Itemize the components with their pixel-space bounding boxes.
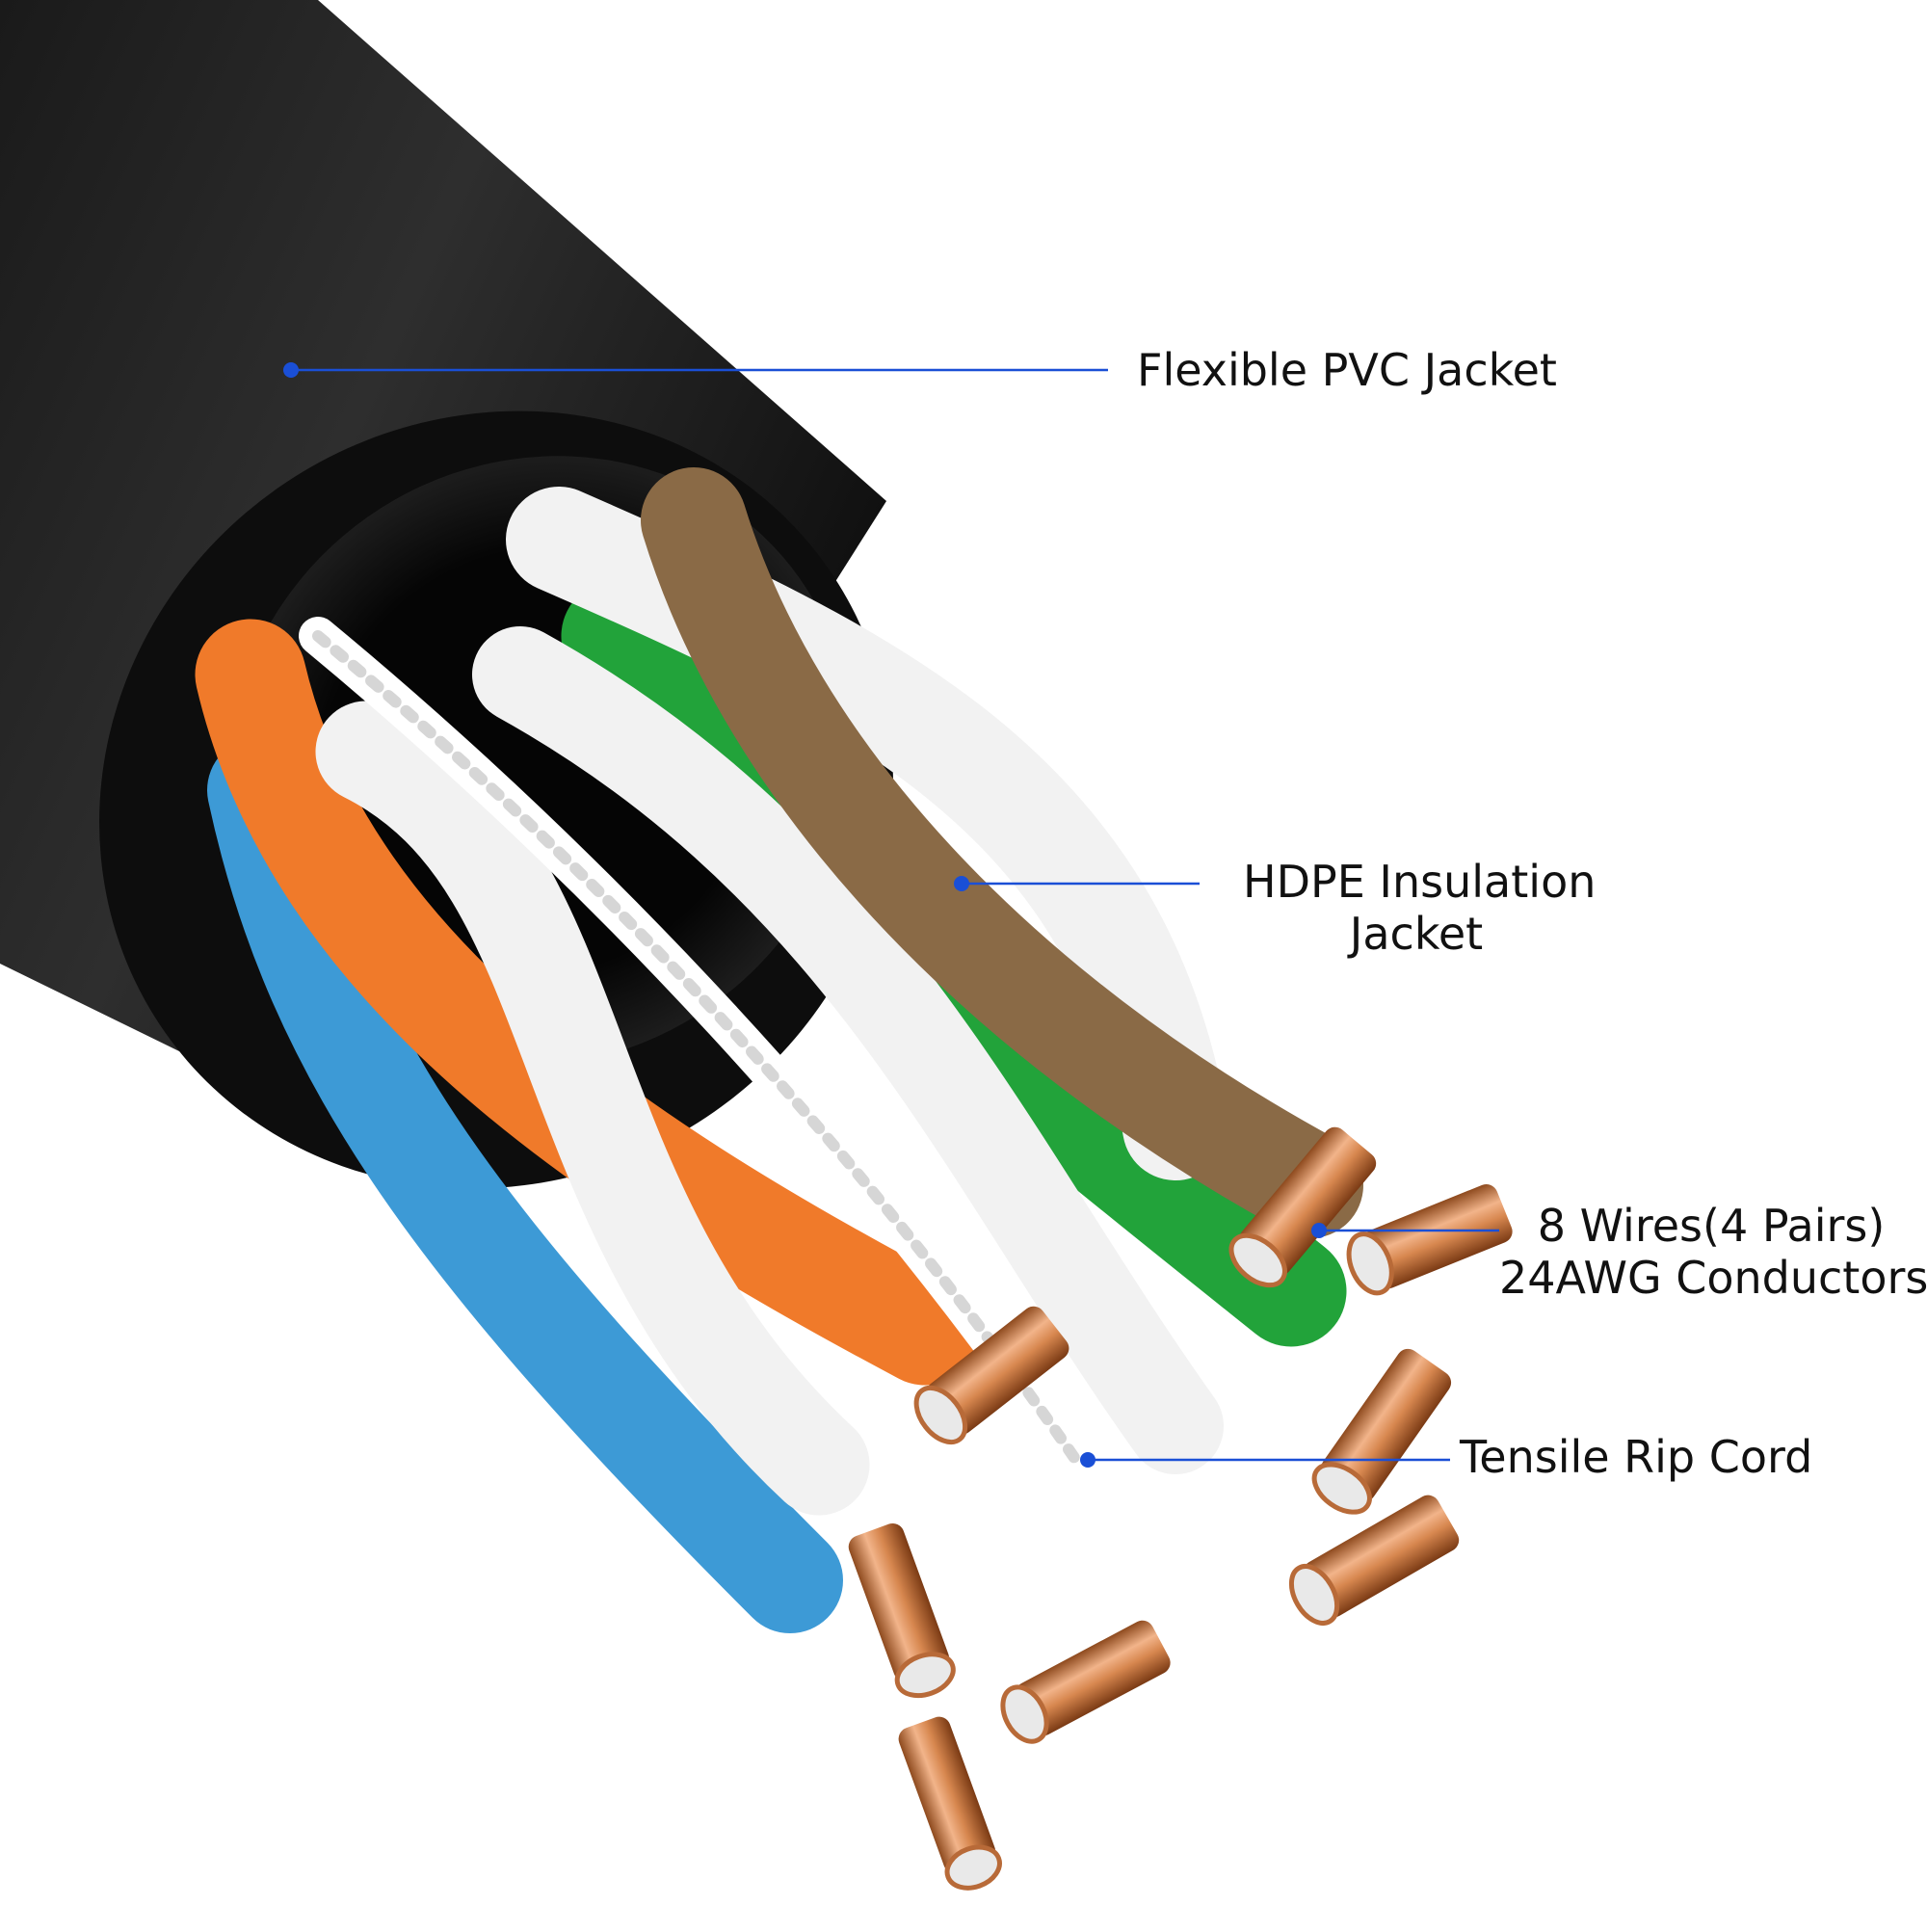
hdpe-label: HDPE Insulation Jacket [1243,856,1597,960]
wires-label: 8 Wires(4 Pairs) 24AWG Conductors [1499,1200,1927,1304]
green-white-wire [472,626,1224,1474]
hdpe-label-line2: Jacket [1349,908,1484,960]
hdpe-label-line1: HDPE Insulation [1243,856,1597,908]
rip-cord-texture [312,630,1085,1470]
rip-cord-label: Tensile Rip Cord [1460,1431,1813,1483]
wires-dot [1311,1223,1327,1238]
orange-wire [195,619,981,1386]
brown-wire [641,467,1363,1238]
wires-label-line1: 8 Wires(4 Pairs) [1537,1200,1886,1252]
wire-bundle [195,467,1363,1633]
wires-label-line2: 24AWG Conductors [1499,1252,1927,1304]
rip-cord-dot [1080,1452,1095,1468]
pvc-jacket-dot [283,362,299,378]
pvc-jacket-label: Flexible PVC Jacket [1137,344,1557,396]
callout-leaders [283,362,1499,1468]
hdpe-dot [954,876,969,891]
orange-white-wire [315,701,870,1516]
copper-conductors [848,1126,1513,1891]
